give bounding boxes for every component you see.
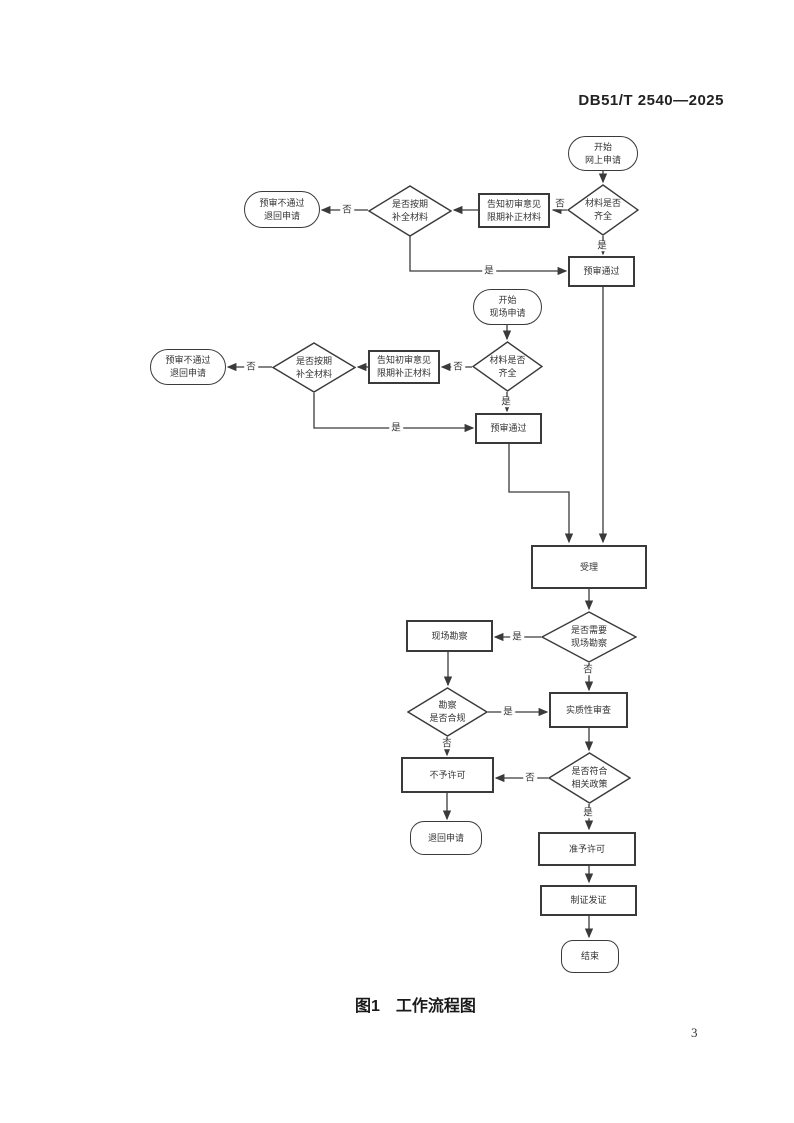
node-label: 预审通过 [490, 423, 527, 434]
node-label: 是否符合 相关政策 [571, 766, 608, 789]
node-prereview-pass-onsite: 预审通过 [475, 413, 542, 444]
node-label: 是否需要 现场勘察 [570, 625, 607, 648]
node-end: 结束 [561, 940, 619, 973]
node-return-application: 退回申请 [410, 821, 482, 855]
node-materials-complete-online: 材料是否 齐全 [567, 184, 639, 236]
node-label: 制证发证 [570, 895, 607, 906]
node-label: 受理 [579, 561, 598, 572]
edge-label-yes: 是 [499, 396, 513, 408]
node-start-online: 开始 网上申请 [568, 136, 638, 171]
diamond-shape [368, 185, 452, 237]
edge-label-no: 否 [244, 361, 258, 373]
node-prereview-pass-online: 预审通过 [568, 256, 635, 287]
node-label: 预审通过 [583, 266, 620, 277]
node-label: 预审不通过 退回申请 [165, 355, 211, 378]
node-survey-compliant: 勘察 是否合规 [407, 687, 488, 737]
edge-label-no: 否 [553, 198, 567, 210]
diamond-shape [548, 752, 631, 804]
diamond-shape [541, 611, 637, 663]
node-label: 材料是否 齐全 [489, 354, 526, 378]
edge-label-no: 否 [340, 204, 354, 216]
node-prereview-fail-onsite: 预审不通过 退回申请 [150, 349, 226, 385]
diamond-shape [407, 687, 488, 737]
node-label: 勘察 是否合规 [429, 700, 466, 723]
node-label: 是否按期 补全材料 [295, 355, 332, 379]
node-label: 现场勘察 [431, 630, 468, 641]
node-label: 告知初审意见 限期补正材料 [486, 198, 541, 222]
edge-label-yes: 是 [501, 706, 515, 718]
edge-label-yes: 是 [482, 265, 496, 277]
node-need-site-survey: 是否需要 现场勘察 [541, 611, 637, 663]
node-notify-correction-online: 告知初审意见 限期补正材料 [478, 193, 550, 228]
node-start-onsite: 开始 现场申请 [473, 289, 542, 325]
node-label: 开始 网上申请 [584, 141, 621, 165]
node-label: 材料是否 齐全 [584, 198, 621, 221]
standard-number: DB51/T 2540—2025 [578, 92, 724, 109]
edge-label-no: 否 [523, 772, 537, 784]
node-ontime-supplement-onsite: 是否按期 补全材料 [272, 342, 356, 393]
node-substantive-review: 实质性审查 [549, 692, 628, 728]
node-prereview-fail-online: 预审不通过 退回申请 [244, 191, 320, 228]
node-label: 告知初审意见 限期补正材料 [376, 355, 431, 378]
node-grant-permit: 准予许可 [538, 832, 636, 866]
edge-label-no: 否 [581, 664, 595, 676]
node-accept: 受理 [531, 545, 647, 589]
node-label: 开始 现场申请 [489, 295, 526, 318]
node-site-survey: 现场勘察 [406, 620, 493, 652]
diamond-shape [567, 184, 639, 236]
diamond-shape [472, 341, 543, 392]
edge-label-no: 否 [451, 361, 465, 373]
node-ontime-supplement-online: 是否按期 补全材料 [368, 185, 452, 237]
edge-label-yes: 是 [581, 807, 595, 819]
page-number: 3 [691, 1025, 698, 1040]
node-label: 结束 [580, 951, 599, 962]
node-deny-permit: 不予许可 [401, 757, 494, 793]
edge-label-yes: 是 [595, 240, 609, 252]
edge-label-yes: 是 [510, 631, 524, 643]
node-materials-complete-onsite: 材料是否 齐全 [472, 341, 543, 392]
edge-label-yes: 是 [389, 422, 403, 434]
node-label: 准予许可 [568, 843, 605, 854]
node-policy-compliant: 是否符合 相关政策 [548, 752, 631, 804]
node-label: 实质性审查 [565, 704, 611, 715]
figure-caption: 图1 工作流程图 [355, 998, 476, 1015]
node-label: 不予许可 [429, 769, 466, 780]
node-label: 预审不通过 退回申请 [259, 197, 305, 221]
edge-label-no: 否 [440, 738, 454, 750]
node-issue-certificate: 制证发证 [540, 885, 637, 916]
diamond-shape [272, 342, 356, 393]
node-notify-correction-onsite: 告知初审意见 限期补正材料 [368, 350, 440, 384]
node-label: 退回申请 [427, 832, 464, 843]
node-label: 是否按期 补全材料 [391, 199, 428, 222]
